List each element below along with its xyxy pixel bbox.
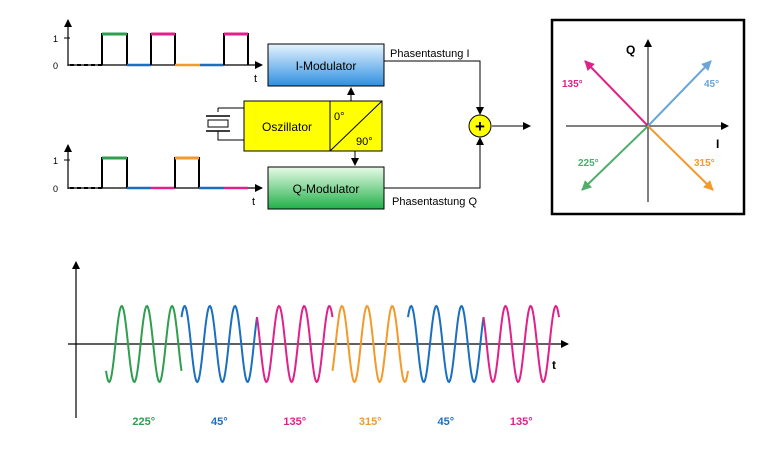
upper-pulse-1: [101, 33, 128, 65]
waveform-segment-3: [256, 304, 334, 384]
waveform-phase-label-4: 315°: [359, 416, 382, 428]
vector-315: [647, 125, 714, 191]
waveform-phase-label-5: 45°: [437, 416, 454, 428]
waveform-phase-label-3: 135°: [283, 416, 306, 428]
phase-90-label: 90°: [356, 136, 373, 148]
crystal-body: [207, 119, 229, 128]
waveform-phase-label-6: 135°: [510, 416, 533, 428]
lower-axis-label-t: t: [252, 196, 255, 208]
waveform-segment-4: [331, 304, 409, 384]
waveform-phase-labels: 225° 45° 135° 315° 45° 135°: [132, 416, 532, 428]
q-out-wire: [384, 137, 484, 189]
waveform-segment-5: [407, 304, 485, 384]
phase-0-label: 0°: [334, 111, 345, 123]
waveform-phase-label-2: 45°: [211, 416, 228, 428]
upper-axis-label-0: 0: [53, 61, 58, 71]
constellation-q-label: Q: [626, 43, 635, 57]
waveform-phase-label-1: 225°: [132, 416, 155, 428]
waveform-segment-1: [105, 304, 183, 384]
vector-45: [647, 60, 712, 127]
lower-axis-label-1: 1: [53, 156, 58, 166]
waveform-traces: [105, 304, 560, 384]
upper-pulse-2: [150, 33, 176, 65]
oscillator-block: Oszillator 0° 90°: [206, 100, 383, 152]
oscillator-label: Oszillator: [262, 120, 312, 134]
constellation-diagram: Q I 135° 45° 225° 315°: [550, 18, 746, 216]
upper-axis-label-1: 1: [53, 34, 58, 44]
phasentastung-q-label: Phasentastung Q: [392, 196, 477, 208]
upper-signal: 1 0 t: [53, 19, 263, 85]
oscillator-box: [243, 100, 331, 152]
label-45: 45°: [704, 79, 719, 90]
sum-symbol: +: [475, 117, 485, 136]
lower-pulse-2: [174, 157, 200, 188]
label-135: 135°: [562, 79, 583, 90]
waveform-t-label: t: [552, 358, 556, 372]
phasentastung-i-label: Phasentastung I: [390, 48, 470, 60]
q-modulator-label: Q-Modulator: [293, 182, 360, 196]
summing-node: +: [468, 114, 492, 138]
label-315: 315°: [694, 158, 715, 169]
waveform-segment-6: [482, 304, 560, 384]
waveform-segment-2: [180, 304, 258, 384]
waveform-plot: t 225° 45° 135° 315° 45° 135°: [68, 261, 569, 428]
i-out-wire: [384, 60, 484, 115]
vector-225: [581, 125, 649, 191]
q-modulator-block: Q-Modulator: [267, 166, 385, 210]
crystal-leads: [217, 107, 244, 141]
vector-135: [584, 60, 649, 127]
lower-axis-label-0: 0: [53, 184, 58, 194]
lower-pulse-1: [101, 157, 128, 188]
constellation-i-label: I: [716, 137, 719, 151]
i-modulator-label: I-Modulator: [296, 59, 357, 73]
i-modulator-box: [267, 43, 385, 87]
sum-circle: [468, 114, 492, 138]
q-modulator-box: [267, 166, 385, 210]
lower-signal: 1 0 t: [53, 144, 263, 208]
connections: [347, 60, 531, 189]
phase-shifter-diagonal: [329, 100, 383, 152]
i-modulator-block: I-Modulator: [267, 43, 385, 87]
label-225: 225°: [578, 158, 599, 169]
upper-axis-label-t: t: [254, 73, 257, 85]
upper-pulse-3: [223, 33, 249, 65]
